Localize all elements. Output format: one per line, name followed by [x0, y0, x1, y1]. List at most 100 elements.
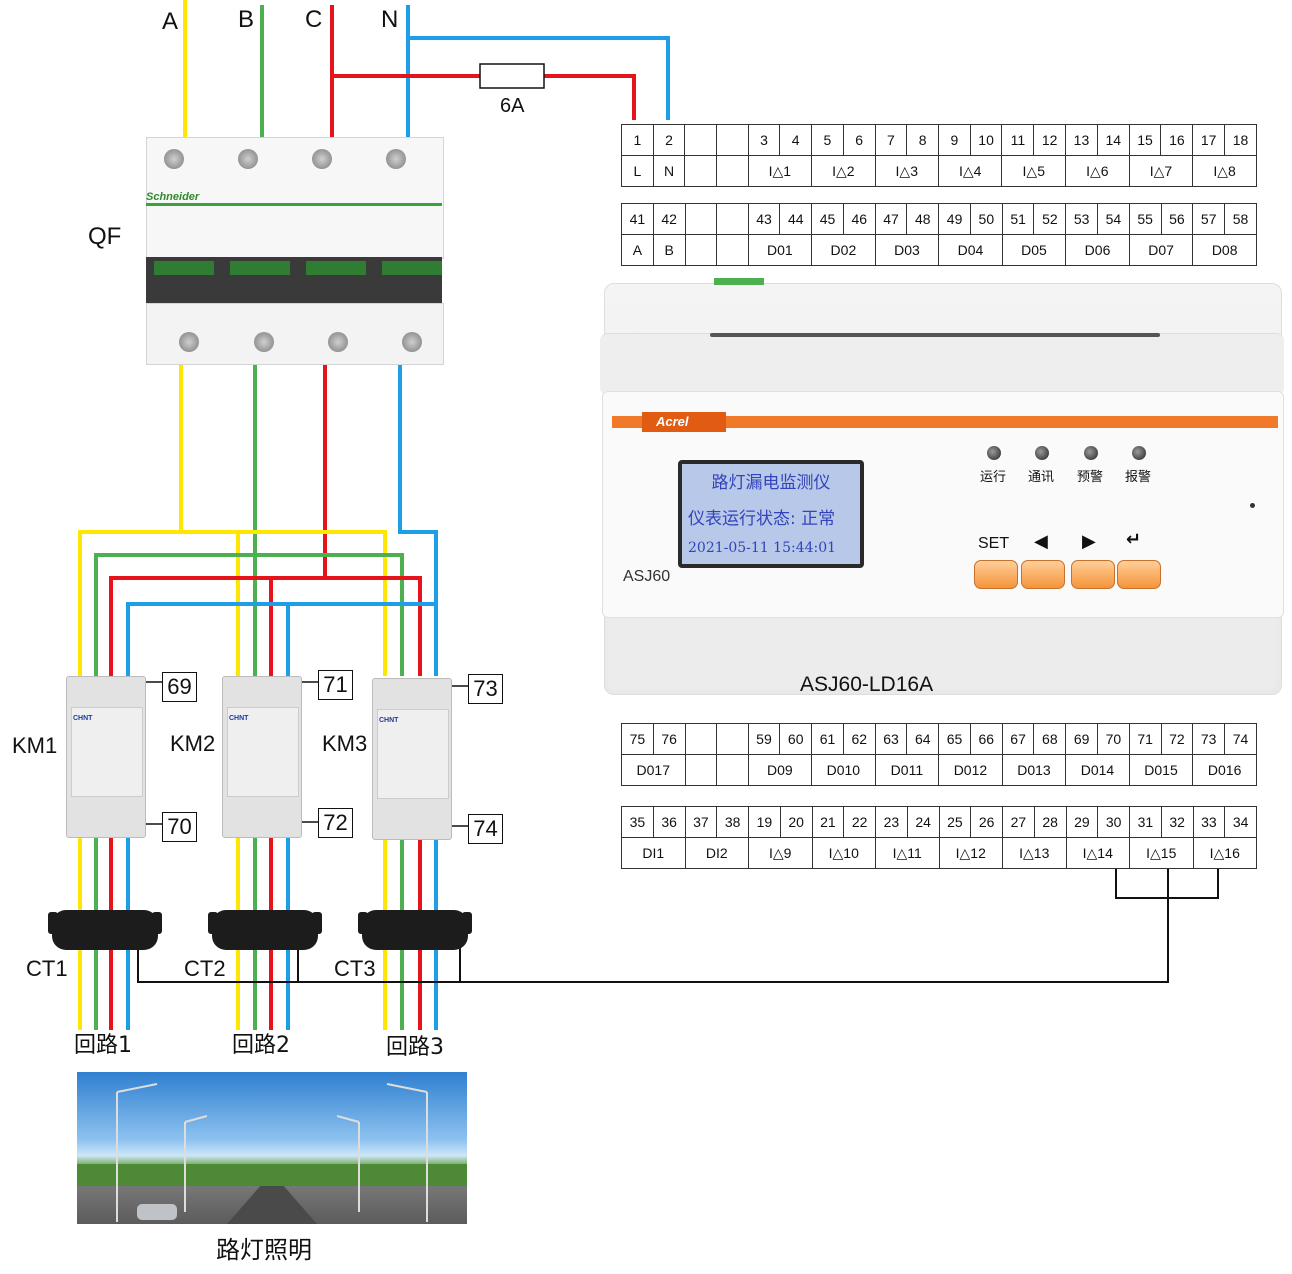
terminal-number: 9: [938, 124, 971, 156]
tag-72: 72: [318, 808, 353, 838]
terminal-label: [684, 754, 718, 786]
terminal-number: 21: [811, 806, 845, 838]
contactor-km3: CHNT: [372, 678, 452, 840]
terminal-number: 20: [779, 806, 813, 838]
terminal-number: 68: [1033, 723, 1067, 755]
right-button[interactable]: [1071, 560, 1115, 589]
terminal-number: 56: [1160, 203, 1194, 235]
led-prewarn-label: 预警: [1077, 470, 1104, 485]
contactor-km2: CHNT: [222, 676, 302, 838]
terminal-label: D013: [1001, 754, 1067, 786]
led-run-label: 运行: [980, 470, 1007, 485]
terminal-number: 55: [1128, 203, 1162, 235]
leakage-monitor-meter: Acrel 路灯漏电监测仪 仪表运行状态: 正常 2021-05-11 15:4…: [600, 278, 1284, 698]
terminal-number: 44: [779, 203, 813, 235]
terminal-number: [716, 203, 749, 235]
terminal-label: D014: [1065, 754, 1130, 786]
terminal-label: I△1: [747, 155, 813, 187]
terminal-number: 48: [906, 203, 940, 235]
terminal-number: 67: [1001, 723, 1035, 755]
terminal-number: 69: [1065, 723, 1098, 755]
tag-73: 73: [468, 674, 503, 704]
terminal-number: 51: [1001, 203, 1035, 235]
terminal-number: 45: [811, 203, 844, 235]
terminal-label: N: [652, 155, 686, 187]
breaker-label: QF: [88, 223, 122, 250]
wire-n-meter: [408, 36, 670, 120]
terminal-number: 31: [1129, 806, 1162, 838]
terminal-number: 10: [969, 124, 1003, 156]
terminal-number: 27: [1002, 806, 1035, 838]
terminal-label: I△13: [1002, 837, 1067, 869]
terminal-label: D015: [1128, 754, 1194, 786]
current-transformer-ct3: [358, 910, 472, 950]
terminal-label: [716, 155, 749, 187]
terminal-number: 13: [1065, 124, 1098, 156]
terminal-label: I△5: [1001, 155, 1067, 187]
left-arrow-icon: ◀: [1034, 531, 1048, 551]
set-label: SET: [978, 535, 1010, 552]
phase-c-label: C: [305, 6, 323, 33]
terminal-label: I△7: [1128, 155, 1194, 187]
contactor-brand: CHNT: [73, 715, 93, 722]
terminal-label: D017: [621, 754, 686, 786]
terminal-number: 50: [969, 203, 1003, 235]
km2-label: KM2: [170, 731, 216, 756]
terminal-label: D08: [1192, 234, 1257, 266]
lcd-line-2: 仪表运行状态: 正常: [688, 509, 836, 529]
tag-71: 71: [318, 670, 353, 700]
terminal-label: [684, 234, 718, 266]
terminal-number: 64: [906, 723, 940, 755]
terminal-label: I△14: [1065, 837, 1130, 869]
terminal-number: 8: [906, 124, 939, 156]
terminal-number: 49: [938, 203, 971, 235]
right-arrow-icon: ▶: [1082, 531, 1096, 551]
terminal-label: D02: [811, 234, 876, 266]
phase-n-label: N: [381, 6, 399, 33]
terminal-number: 32: [1160, 806, 1194, 838]
terminal-number: [684, 723, 718, 755]
enter-button[interactable]: [1117, 560, 1161, 589]
terminal-label: [716, 754, 749, 786]
terminal-label: [716, 234, 749, 266]
led-run: [987, 446, 1001, 460]
terminal-number: 66: [969, 723, 1003, 755]
terminal-label: I△6: [1065, 155, 1130, 187]
terminal-number: [716, 124, 749, 156]
fuse-label: 6A: [500, 95, 525, 117]
terminal-number: 34: [1224, 806, 1257, 838]
terminal-number: 52: [1033, 203, 1067, 235]
terminal-label: D04: [938, 234, 1003, 266]
terminal-number: 65: [938, 723, 971, 755]
phase-b-label: B: [238, 6, 255, 33]
tag-70: 70: [162, 812, 197, 842]
terminal-number: 2: [652, 124, 686, 156]
phase-a-label: A: [162, 8, 179, 35]
loop-3-label: 回路3: [386, 1035, 444, 1060]
terminal-number: 4: [779, 124, 813, 156]
terminal-label: I△10: [811, 837, 876, 869]
terminal-label: L: [621, 155, 654, 187]
terminal-number: 62: [842, 723, 876, 755]
terminal-label: D01: [747, 234, 813, 266]
terminal-number: 29: [1065, 806, 1099, 838]
terminal-number: 71: [1128, 723, 1162, 755]
terminal-label: [684, 155, 717, 187]
terminal-label: D07: [1128, 234, 1194, 266]
terminal-number: 75: [621, 723, 654, 755]
left-button[interactable]: [1021, 560, 1065, 589]
terminal-number: 41: [621, 203, 654, 235]
terminal-number: 11: [1001, 124, 1035, 156]
terminal-label: I△4: [937, 155, 1003, 187]
terminal-label: B: [652, 234, 686, 266]
set-button[interactable]: [974, 560, 1018, 589]
terminal-number: 6: [842, 124, 876, 156]
terminal-label: D010: [811, 754, 876, 786]
photo-caption: 路灯照明: [216, 1236, 312, 1264]
terminal-label: I△9: [748, 837, 813, 869]
current-transformer-ct2: [208, 910, 322, 950]
terminal-number: 18: [1224, 124, 1257, 156]
terminal-number: 24: [906, 806, 940, 838]
